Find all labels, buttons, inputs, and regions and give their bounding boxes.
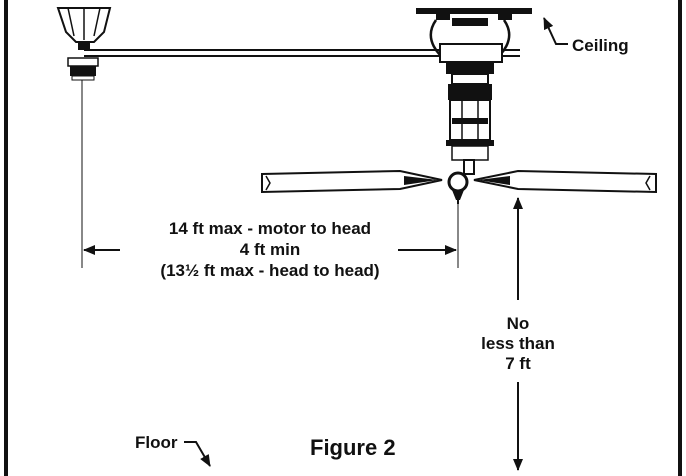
- height-label-line1: No: [507, 314, 530, 333]
- floor-label: Floor: [135, 433, 178, 452]
- height-label-line2: less than: [481, 334, 555, 353]
- frame-border: [4, 0, 682, 476]
- fan-blade-right: [473, 169, 657, 194]
- remote-motor-unit: [56, 7, 112, 268]
- dim-max-motor-to-head: 14 ft max - motor to head: [169, 219, 371, 238]
- fan-head: [429, 18, 511, 268]
- ceiling-label: Ceiling: [572, 36, 629, 55]
- ceiling-leader: [543, 17, 568, 45]
- ceiling-mount: [416, 8, 532, 20]
- figure-caption: Figure 2: [310, 435, 396, 460]
- fan-blade-left: [261, 169, 443, 194]
- dim-max-head-to-head: (13½ ft max - head to head): [160, 261, 379, 280]
- floor-leader: [184, 441, 211, 467]
- height-label-line3: 7 ft: [505, 354, 531, 373]
- dim-min: 4 ft min: [240, 240, 300, 259]
